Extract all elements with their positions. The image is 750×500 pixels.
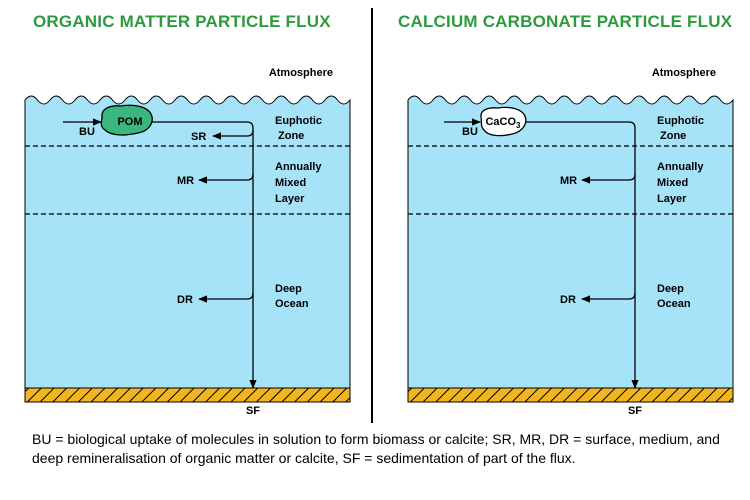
mr-arrow (581, 173, 636, 184)
ocean-water (407, 95, 734, 389)
mixed-layer-label-3: Layer (275, 193, 305, 205)
mr-label: MR (177, 175, 194, 187)
caco3-label-main: CaCO (485, 116, 516, 128)
mixed-layer-label-2: Mixed (657, 177, 688, 189)
sediment-layer (24, 387, 351, 403)
deep-ocean-label-1: Deep (275, 283, 302, 295)
atmosphere-label: Atmosphere (652, 67, 716, 79)
sf-label: SF (628, 405, 642, 417)
mixed-layer-label-1: Annually (275, 161, 322, 173)
organic-matter-title: ORGANIC MATTER PARTICLE FLUX (33, 12, 331, 31)
sr-arrow (212, 129, 254, 140)
caption: BU = biological uptake of molecules in s… (32, 431, 720, 466)
sf-label: SF (246, 405, 260, 417)
euphotic-zone-label-1: Euphotic (657, 115, 704, 127)
calcium-carbonate-title: CALCIUM CARBONATE PARTICLE FLUX (398, 12, 733, 31)
deep-ocean-label-2: Ocean (657, 298, 691, 310)
sediment-layer (407, 387, 734, 403)
bu-label: BU (79, 126, 95, 138)
organic-matter-diagram: Atmosphere Euphotic Zone Annually Mixed … (24, 67, 351, 417)
mixed-layer-label-2: Mixed (275, 177, 306, 189)
flux-path (151, 121, 257, 389)
bu-label: BU (462, 126, 478, 138)
ocean-water (24, 95, 351, 389)
pom-label: POM (117, 116, 142, 128)
euphotic-zone-label-2: Zone (660, 130, 686, 142)
mr-label: MR (560, 175, 577, 187)
dr-label: DR (560, 294, 576, 306)
deep-ocean-label-2: Ocean (275, 298, 309, 310)
euphotic-zone-label-2: Zone (278, 130, 304, 142)
dr-arrow (581, 292, 636, 303)
dr-label: DR (177, 294, 193, 306)
euphotic-zone-label-1: Euphotic (275, 115, 322, 127)
deep-ocean-label-1: Deep (657, 283, 684, 295)
caco3-particle (480, 106, 527, 137)
mixed-layer-label-3: Layer (657, 193, 687, 205)
dr-arrow (198, 292, 254, 303)
sr-label: SR (191, 131, 206, 143)
mixed-layer-label-1: Annually (657, 161, 704, 173)
mr-arrow (198, 173, 254, 184)
calcium-carbonate-diagram: Atmosphere Euphotic Zone Annually Mixed … (407, 67, 734, 417)
pom-particle (100, 104, 153, 136)
caco3-label: CaCO3 (485, 116, 521, 130)
atmosphere-label: Atmosphere (269, 67, 333, 79)
panel-divider (371, 8, 373, 423)
caco3-label-subscript: 3 (516, 121, 521, 130)
flux-path (525, 121, 639, 389)
